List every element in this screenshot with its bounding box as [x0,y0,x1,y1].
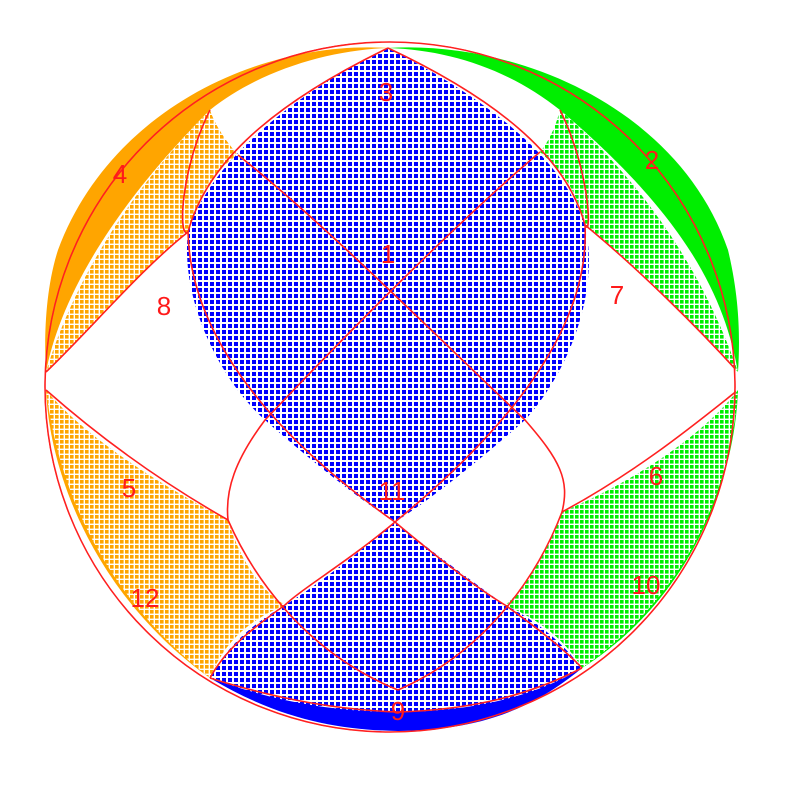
lower-lens-right-edge [394,521,583,669]
region-label-9: 9 [391,696,405,726]
outer-circle-boundary [44,41,736,733]
blue-lower-lens [210,522,582,730]
lower-lens-left-edge [209,521,396,679]
region-label-6: 6 [649,461,663,491]
region-label-10: 10 [632,570,661,600]
region-label-11: 11 [379,476,406,506]
blue-upper-lens [186,48,589,522]
region-label-4: 4 [113,159,127,189]
region-boundaries [44,41,736,733]
green-outer-band [388,47,739,372]
green-lower-wedge [505,390,738,668]
right-upper-arc [387,47,736,373]
blue-lens-left-edge [181,109,396,523]
region-label-2: 2 [645,145,659,175]
orange-outer-band [45,47,388,372]
region-label-8: 8 [157,291,171,321]
region-label-12: 12 [131,583,160,613]
orange-upper-wedge [46,110,238,372]
right-lower-arc [397,389,736,691]
diagonal-boundary-2 [226,151,541,521]
region-labels: 1 2 3 4 5 6 7 8 9 10 11 12 [113,77,663,726]
diagonal-boundary-1 [237,154,566,513]
region-label-5: 5 [122,473,136,503]
bottom-arc-left [209,677,399,713]
green-upper-wedge [540,110,738,372]
region-label-3: 3 [379,77,393,107]
blue-lens-right-edge [394,109,590,523]
region-label-1: 1 [381,239,395,269]
region-label-7: 7 [610,280,624,310]
left-lower-arc [45,389,399,691]
bottom-arc-right [397,667,583,713]
orange-lower-wedge [46,390,285,678]
blue-bottom-band [210,668,582,731]
